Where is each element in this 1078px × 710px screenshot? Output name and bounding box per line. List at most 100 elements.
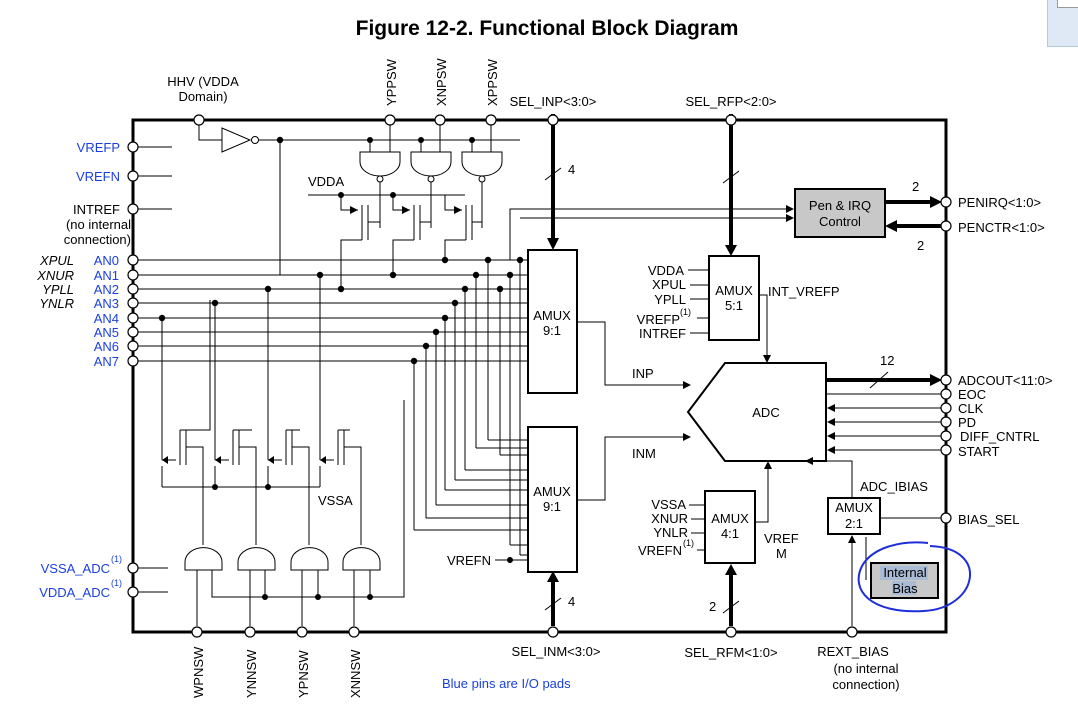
- pin-penirq-label: PENIRQ<1:0>: [958, 195, 1041, 210]
- sel-rfm-width: 2: [709, 599, 716, 614]
- pin-xpsw-label: XPPSW: [485, 58, 500, 106]
- vrefm-label-2: M: [776, 546, 787, 561]
- pen-irq-control-block: [794, 188, 886, 238]
- nmos-switch-matrix: [161, 275, 362, 545]
- rp-vrefp-sup: (1): [680, 307, 691, 317]
- an-bus-lines: [138, 259, 528, 362]
- vssa-adc-sup: (1): [111, 554, 122, 564]
- adc-label: ADC: [752, 405, 779, 420]
- pin-an2-label: AN2: [94, 282, 119, 297]
- pin-clk-label: CLK: [958, 401, 984, 416]
- hand-drawn-circle-annotation: [857, 541, 971, 613]
- amux-bias-label-2: 2:1: [845, 516, 863, 531]
- penctr-width: 2: [917, 238, 924, 253]
- pin-hhv: [193, 114, 205, 126]
- amux-inp-label-1: AMUX: [533, 308, 571, 323]
- pin-rext-bias-label: REXT_BIAS: [817, 644, 889, 659]
- rm-ynlr: YNLR: [653, 525, 688, 540]
- pin-sel-inp-label: SEL_INP<3:0>: [510, 94, 597, 109]
- rp-vdda: VDDA: [648, 263, 684, 278]
- rext-note-1: (no internal: [833, 661, 898, 676]
- penirq-width: 2: [912, 179, 919, 194]
- top-pmos-switches: [340, 195, 482, 289]
- rp-vrefp: VREFP: [637, 312, 680, 327]
- pin-pd-label: PD: [958, 415, 976, 430]
- pin-sel-inm-label: SEL_INM<3:0>: [512, 644, 601, 659]
- pin-vdda-adc-label: VDDA_ADC: [39, 585, 110, 600]
- hhv-label-2: Domain): [178, 89, 227, 104]
- pin-an7-label: AN7: [94, 354, 119, 369]
- pin-diff-cntrl-label: DIFF_CNTRL: [960, 429, 1039, 444]
- pin-an1-label: AN1: [94, 268, 119, 283]
- pin-sel-rfm-label: SEL_RFM<1:0>: [684, 645, 777, 660]
- pin-bias-sel-label: BIAS_SEL: [958, 512, 1019, 527]
- pin-intref: [127, 203, 139, 215]
- rm-vrefn-sup: (1): [683, 538, 694, 548]
- rm-vssa: VSSA: [651, 497, 686, 512]
- pin-vrefn-label: VREFN: [76, 169, 120, 184]
- bottom-and-gates: [184, 400, 405, 626]
- alt-xpul-label: XPUL: [39, 253, 74, 268]
- pin-vrefp-label: VREFP: [77, 140, 120, 155]
- intref-note-1: (no internal: [66, 217, 131, 232]
- footnote: Blue pins are I/O pads: [442, 676, 571, 691]
- pin-vrefp: [127, 141, 139, 153]
- alt-xnur-label: XNUR: [36, 268, 74, 283]
- internal-bias-label-2: Bias: [892, 581, 918, 596]
- adcout-width: 12: [880, 353, 894, 368]
- top-nand-gates: [359, 125, 503, 228]
- amux-inp-9to1: [527, 249, 578, 394]
- amux-vrefm-label-1: AMUX: [711, 511, 749, 526]
- junction-dots: [158, 256, 524, 365]
- amux-inm-label-2: 9:1: [543, 499, 561, 514]
- pin-an4-label: AN4: [94, 311, 119, 326]
- pin-xnnsw-label: XNNSW: [348, 649, 363, 698]
- vrefm-label-1: VREF: [764, 531, 799, 546]
- rp-ypll: YPLL: [654, 292, 686, 307]
- pin-sel-rfp-label: SEL_RFP<2:0>: [685, 94, 776, 109]
- rp-xpul: XPUL: [652, 277, 686, 292]
- pin-eoc-label: EOC: [958, 387, 986, 402]
- amux-vrefp-5to1: [708, 255, 760, 341]
- rp-intref: INTREF: [639, 326, 686, 341]
- pin-penctr-label: PENCTR<1:0>: [958, 220, 1045, 235]
- vdda-top-label: VDDA: [308, 174, 344, 189]
- pen-label-2: Control: [819, 214, 861, 229]
- sel-inm-width: 4: [568, 594, 575, 609]
- amux-vrefm-label-2: 4:1: [721, 526, 739, 541]
- adc-block: [686, 362, 827, 462]
- intref-note-2: connection): [64, 232, 131, 247]
- inp-label: INP: [632, 366, 654, 381]
- vssa-label: VSSA: [318, 493, 353, 508]
- pin-adcout-label: ADCOUT<11:0>: [958, 373, 1052, 388]
- alt-ynlr-label: YNLR: [39, 296, 74, 311]
- alt-ypll-label: YPLL: [42, 282, 74, 297]
- corner-tab[interactable]: [1047, 0, 1078, 47]
- pin-start-label: START: [958, 444, 999, 459]
- pin-wpnsw-label: WPNSW: [191, 646, 206, 698]
- amux-vrefm-4to1: [704, 490, 756, 564]
- hhv-label-1: HHV (VDDA: [167, 74, 239, 89]
- sel-inp-width: 4: [568, 162, 575, 177]
- amux-vrefp-label-1: AMUX: [715, 283, 753, 298]
- pin-vrefn: [127, 170, 139, 182]
- amux-vrefp-label-2: 5:1: [725, 298, 743, 313]
- pin-an5-label: AN5: [94, 325, 119, 340]
- adc-ibias-label: ADC_IBIAS: [860, 479, 928, 494]
- pin-ypnsw-label: YPNSW: [296, 650, 311, 698]
- corner-tab-inner: [1057, 0, 1078, 8]
- amux-bias-2to1: [827, 497, 881, 535]
- pin-an6-label: AN6: [94, 339, 119, 354]
- amux-inp-label-2: 9:1: [543, 323, 561, 338]
- pen-label-1: Pen & IRQ: [809, 198, 871, 213]
- amux-inm-9to1: [527, 426, 578, 573]
- rm-vrefn: VREFN: [638, 543, 682, 558]
- int-vrefp-label: INT_VREFP: [768, 284, 840, 299]
- internal-bias-label-1: Internal: [883, 565, 926, 580]
- amux-inm-label-1: AMUX: [533, 484, 571, 499]
- figure-title: Figure 12-2. Functional Block Diagram: [356, 17, 739, 40]
- amux-bias-label-1: AMUX: [835, 500, 873, 515]
- pin-ypsw-label: YPPSW: [384, 58, 399, 106]
- pin-intref-label: INTREF: [73, 202, 120, 217]
